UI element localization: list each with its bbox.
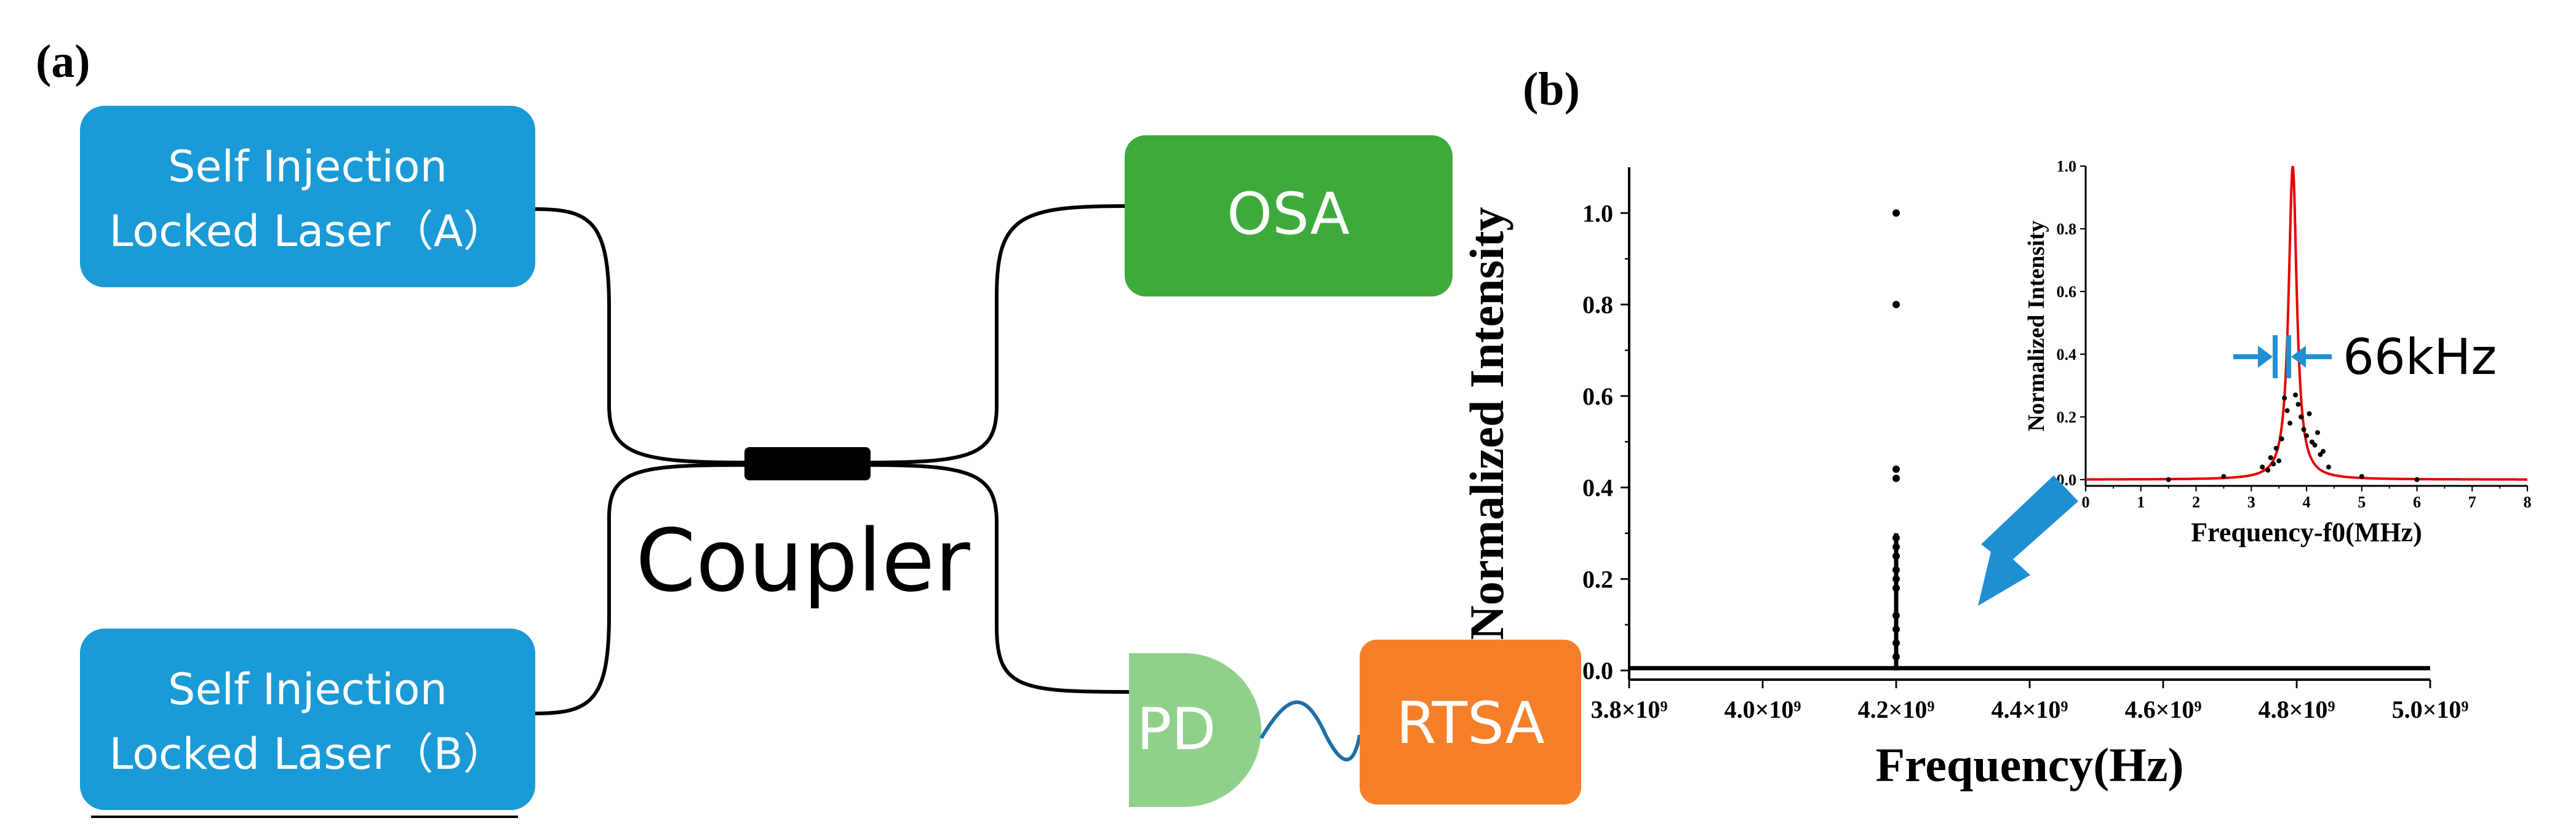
inset-fit-series [2086, 165, 2527, 481]
fiber-laser-a-to-coupler [535, 207, 745, 464]
inset-data-point [2276, 458, 2282, 464]
fiber-coupler-to-osa [870, 204, 1127, 464]
laser-a-box: Self Injection Locked Laser（A） [80, 106, 535, 287]
main-data-point [1892, 465, 1900, 473]
inset-x-axis-label: Frequency-f0(MHz) [2191, 517, 2422, 547]
inset-y-tick-label: 0.2 [2057, 408, 2077, 426]
laser-b-line2: Locked Laser（B） [109, 729, 506, 779]
inset-x-tick-label: 6 [2413, 493, 2421, 511]
osa-box: OSA [1125, 135, 1453, 296]
inset-data-point [2295, 402, 2301, 407]
laser-b-rect [80, 629, 535, 810]
fiber-coupler-to-pd [870, 463, 1130, 694]
main-x-tick-label: 4.0×10⁹ [1725, 696, 1801, 723]
main-y-tick-label: 1.0 [1582, 199, 1613, 227]
inset-data-point [2318, 452, 2323, 458]
pointer-arrow-head-icon [1978, 541, 2030, 606]
pointer-arrow-shaft [1981, 475, 2078, 566]
inset-x-tick-label: 5 [2358, 493, 2366, 511]
main-x-tick-label: 4.8×10⁹ [2259, 696, 2335, 723]
inset-data-point [2287, 421, 2293, 426]
main-y-tick-label: 0.2 [1582, 565, 1613, 593]
inset-data-point [2271, 461, 2276, 467]
inset-data-point [2265, 467, 2271, 473]
cable-pd-to-rtsa [1259, 700, 1362, 761]
main-y-tick-label: 0.8 [1582, 291, 1613, 319]
rtsa-box: RTSA [1360, 640, 1581, 804]
inset-data-point [2166, 477, 2171, 482]
inset-data-point [2312, 442, 2318, 448]
pd-device: PD [1129, 653, 1261, 807]
pd-label: PD [1136, 696, 1216, 763]
inset-x-tick-label: 1 [2137, 493, 2145, 511]
inset-data-point [2279, 436, 2284, 442]
inset-y-tick-label: 0.6 [2057, 283, 2077, 301]
main-x-tick-label: 4.2×10⁹ [1858, 696, 1935, 723]
inset-data-point [2301, 427, 2307, 432]
inset-data-point [2299, 414, 2304, 419]
main-x-tick-label: 5.0×10⁹ [2392, 696, 2469, 723]
inset-x-tick-label: 4 [2303, 493, 2311, 511]
main-y-tick-label: 0.0 [1582, 657, 1613, 685]
inset-data-point [2284, 408, 2290, 413]
inset-y-tick-label: 0.4 [2057, 346, 2077, 363]
main-data-point [1892, 301, 1900, 309]
laser-b-line1: Self Injection [168, 664, 447, 715]
laser-a-line2: Locked Laser（A） [110, 206, 506, 256]
pointer-arrow [1978, 475, 2078, 606]
inset-data-point [2282, 395, 2287, 401]
inset-y-tick-label: 1.0 [2057, 157, 2077, 175]
inset-data-point [2268, 455, 2273, 461]
main-y-axis-label: Normalized Intensity [1460, 207, 1513, 640]
laser-a-rect [80, 106, 535, 287]
main-x-axis-label: Frequency(Hz) [1875, 738, 2183, 792]
inset-data-point [2326, 464, 2331, 470]
inset-y-axis-label: Normalized Intensity [2024, 220, 2049, 431]
main-y-tick-label: 0.4 [1582, 474, 1613, 502]
main-data-point [1892, 209, 1900, 217]
inset-data-point [2414, 477, 2420, 482]
panel-b-label: (b) [1523, 63, 1580, 115]
inset-data-point [2307, 411, 2312, 416]
osa-rect [1125, 135, 1453, 296]
main-x-tick-label: 4.4×10⁹ [1992, 696, 2068, 723]
fiber-lines [535, 204, 1130, 715]
inset-data-point [2304, 433, 2309, 439]
inset-data-point [2260, 464, 2265, 470]
coupler-label: Coupler [636, 511, 970, 611]
inset-x-tick-label: 7 [2468, 493, 2476, 511]
main-x-tick-label: 3.8×10⁹ [1591, 696, 1668, 723]
linewidth-label: 66kHz [2343, 328, 2497, 386]
inset-data-point [2273, 445, 2279, 451]
main-data-point [1892, 474, 1900, 482]
main-chart: 3.8×10⁹ 4.0×10⁹ 4.2×10⁹ 4.4×10⁹ 4.6×10⁹ 4.8×1… [1460, 167, 2468, 792]
inset-data-point [2293, 392, 2299, 398]
inset-data-point [2359, 474, 2364, 479]
rtsa-label: RTSA [1396, 690, 1545, 757]
inset-data-point [2221, 474, 2227, 479]
main-x-tick-label: 4.6×10⁹ [2125, 696, 2202, 723]
inset-x-tick-label: 0 [2082, 493, 2090, 511]
panel-a-label: (a) [36, 36, 90, 87]
main-plot-area: 3.8×10⁹ 4.0×10⁹ 4.2×10⁹ 4.4×10⁹ 4.6×10⁹ 4.8×1… [1582, 167, 2468, 723]
coupler-device [744, 447, 871, 480]
linewidth-arrow-right-icon [2291, 346, 2306, 368]
inset-x-tick-label: 2 [2192, 493, 2200, 511]
inset-x-tick-label: 8 [2524, 493, 2532, 511]
laser-a-line1: Self Injection [168, 141, 447, 192]
linewidth-arrow-left-icon [2258, 346, 2273, 368]
fiber-laser-b-to-coupler [535, 463, 745, 715]
main-y-tick-label: 0.6 [1582, 383, 1613, 410]
rtsa-rect [1360, 640, 1581, 804]
inset-x-tick-label: 3 [2247, 493, 2255, 511]
inset-y-tick-label: 0.8 [2057, 220, 2077, 238]
osa-label: OSA [1227, 181, 1350, 248]
inset-data-point [2315, 430, 2320, 435]
pd-shape [1129, 653, 1261, 807]
laser-b-box: Self Injection Locked Laser（B） [80, 629, 535, 810]
linewidth-annotation: 66kHz [2233, 328, 2497, 386]
